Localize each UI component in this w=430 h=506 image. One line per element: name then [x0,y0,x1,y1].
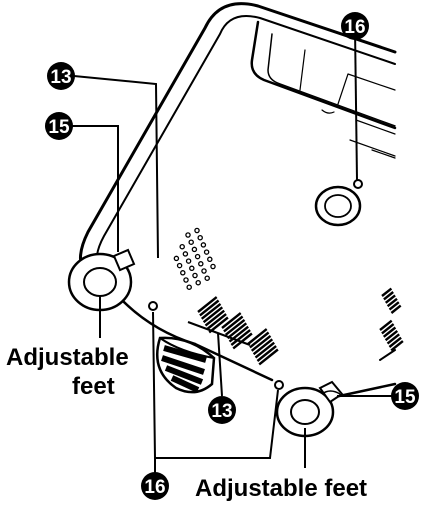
speaker-grille-dots [173,227,216,290]
grille-dot [194,253,201,260]
svg-text:16: 16 [144,477,165,498]
vent-slot [208,316,229,334]
grille-dot [183,277,189,283]
vent-slot [258,348,279,366]
grille-dot [182,251,189,257]
callout-16-top: 16 [341,12,369,40]
grille-dot [194,227,200,234]
leader-lines [72,27,392,474]
adjustable-foot-right [275,380,344,438]
vent-slot [381,323,395,335]
label-adjustable-feet-left-line2: feet [72,373,115,400]
vent-slot [202,306,224,324]
grille-dot [204,275,210,281]
callout-15-right: 15 [391,382,419,410]
grille-dot [203,249,210,255]
grille-dot [192,272,198,279]
callout-13-bottom: 13 [208,396,236,424]
grille-dot [189,265,195,272]
dial-knob [156,336,216,394]
vent-slot [232,332,253,350]
vent-slot [388,336,402,348]
svg-text:15: 15 [394,387,416,408]
vent-slot [224,318,246,336]
screw-holes [148,179,363,390]
vent-slot [382,326,397,338]
grille-dot [186,284,192,290]
label-adjustable-feet-right: Adjustable feet [195,475,367,502]
vent-slot [230,329,251,346]
grille-dot [180,270,186,276]
vent-slot [223,315,244,333]
svg-text:13: 13 [211,401,232,422]
grille-dot [185,258,192,264]
grille-dot [173,255,180,262]
vent-slot [384,294,396,304]
vent-slot [383,291,394,301]
grille-dot [198,261,204,267]
vent-slots [197,296,279,366]
adjustable-foot-left [67,248,136,312]
svg-text:13: 13 [50,67,71,88]
vent-slot [247,328,268,345]
grille-dot [207,256,213,263]
vent-slot [390,304,402,314]
label-adjustable-feet-left-line1: Adjustable [6,344,129,371]
vent-slot [386,297,398,308]
vent-slots-right [379,287,404,352]
vent-slot [199,299,220,317]
vent-slot [381,287,393,297]
grille-dot [210,263,216,270]
grille-dot [191,246,198,253]
vent-slot [204,309,225,327]
callout-15-left: 15 [45,112,73,140]
vent-slot [206,313,227,330]
vent-slot [197,296,218,313]
grille-dot [200,242,207,248]
vent-slot [226,322,248,340]
grille-dot [195,279,201,286]
vent-slot [386,333,400,345]
vent-slot [256,345,277,362]
screw-hole-left [148,301,158,311]
grille-dot [197,234,203,241]
vent-slot [379,319,393,331]
svg-text:16: 16 [344,17,365,38]
rubber-foot-top [314,185,362,227]
grille-dot [185,232,191,238]
grille-dot [201,268,207,274]
grille-dot [188,239,194,245]
grille-dot [176,262,183,269]
vent-slot [252,338,274,356]
grille-dot [179,243,185,250]
vent-slot [249,331,270,349]
vent-slot [254,341,275,359]
callout-16-bottom: 16 [141,472,169,500]
screw-hole-right [274,380,284,390]
vent-slot [384,329,399,342]
vent-slot [250,334,272,352]
svg-text:15: 15 [48,117,70,138]
vent-slot [390,340,404,352]
screw-hole-top [353,179,363,189]
vent-slot [221,312,242,329]
vent-slot [200,302,222,320]
callout-13-top: 13 [47,62,75,90]
vent-slot [388,301,400,311]
